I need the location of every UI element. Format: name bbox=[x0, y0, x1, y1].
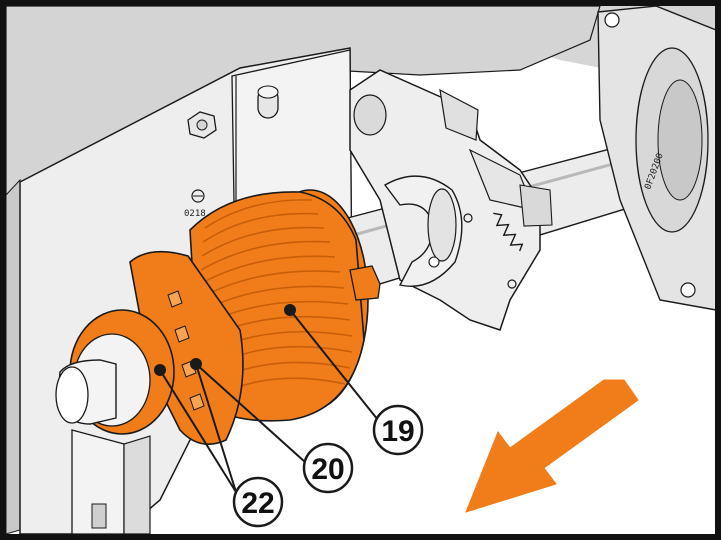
callout-label-19: 19 bbox=[381, 415, 414, 448]
stamp-code: 0218 bbox=[184, 209, 206, 219]
direction-arrow-icon bbox=[465, 379, 639, 513]
lower-bracket bbox=[71, 429, 151, 535]
callout-19: 19 bbox=[372, 404, 424, 456]
spring-icon bbox=[463, 212, 524, 289]
callout-20: 20 bbox=[302, 442, 354, 494]
callout-22: 22 bbox=[232, 476, 284, 528]
stamp-logo-icon bbox=[191, 189, 205, 203]
leader-line-20 bbox=[195, 363, 306, 463]
leader-line-19 bbox=[289, 309, 379, 421]
callout-label-20: 20 bbox=[311, 453, 344, 486]
flange-plate bbox=[597, 5, 717, 311]
toothed-hub bbox=[129, 250, 244, 446]
housing-left-edge bbox=[5, 178, 21, 535]
pin-icon bbox=[257, 85, 279, 119]
hex-bolt-icon bbox=[187, 111, 217, 139]
leader-line-22b bbox=[195, 363, 237, 493]
stub-shaft bbox=[55, 359, 117, 425]
leader-line-22a bbox=[159, 369, 237, 493]
cam-ring bbox=[383, 175, 463, 287]
callout-label-22: 22 bbox=[241, 487, 274, 520]
